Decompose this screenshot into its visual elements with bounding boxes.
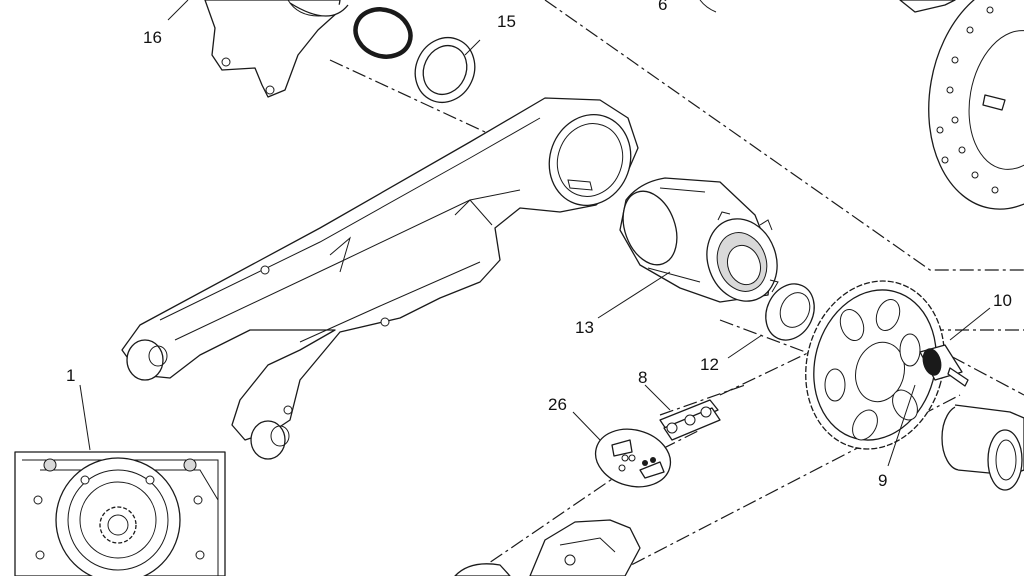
callout-15: 15 xyxy=(497,12,516,31)
callout-10: 10 xyxy=(993,291,1012,310)
part-13-eccentric-hub xyxy=(619,177,779,303)
part-12-washer xyxy=(765,283,815,341)
callout-16: 16 xyxy=(143,28,162,47)
bottom-bracket-parts xyxy=(454,519,641,576)
callout-12: 12 xyxy=(700,355,719,374)
part-16-bracket xyxy=(204,0,349,98)
part-15-seals xyxy=(353,7,476,103)
callout-13: 13 xyxy=(575,318,594,337)
leader-lines xyxy=(79,0,991,467)
part-8-chain-link xyxy=(659,399,721,441)
part-10-stud xyxy=(919,344,969,387)
part-9-sprocket xyxy=(805,280,945,450)
callout-26: 26 xyxy=(548,395,567,414)
callout-9: 9 xyxy=(878,471,887,490)
callout-6: 6 xyxy=(658,0,667,14)
part-1-sprocket-cover xyxy=(14,451,226,576)
part-6-bolt xyxy=(699,0,717,13)
part-26-chain-joint-kit xyxy=(594,428,672,488)
callout-1: 1 xyxy=(66,366,75,385)
callout-8: 8 xyxy=(638,368,647,387)
swingarm xyxy=(121,97,639,460)
brake-disc xyxy=(899,0,1024,210)
right-spacers xyxy=(941,404,1024,491)
